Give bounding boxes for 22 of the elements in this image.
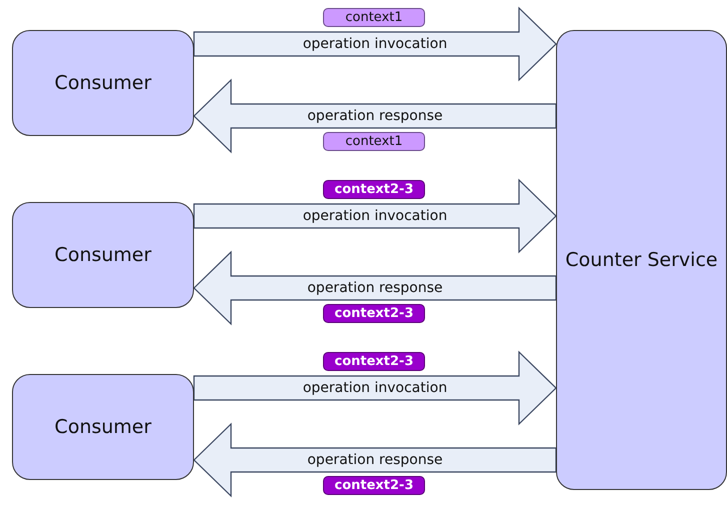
context-tag: context2-3 [323,476,425,495]
edge-label: operation invocation [302,36,448,52]
block-arrow [193,422,557,498]
edge-label: operation response [307,108,443,124]
edge-label: operation response [307,452,443,468]
block-arrow [193,350,557,426]
block-arrow [193,250,557,326]
context-tag: context2-3 [323,180,425,199]
block-arrow [193,78,557,154]
service-box: Counter Service [556,30,727,490]
edge-label: operation response [307,280,443,296]
context-tag: context1 [323,8,425,27]
edge-label: operation invocation [302,380,448,396]
context-tag: context2-3 [323,304,425,323]
process-box: Consumer [12,30,194,136]
context-tag: context1 [323,132,425,151]
edge-label: operation invocation [302,208,448,224]
block-arrow [193,178,557,254]
context-tag: context2-3 [323,352,425,371]
process-box: Consumer [12,374,194,480]
block-arrow [193,6,557,82]
process-box: Consumer [12,202,194,308]
